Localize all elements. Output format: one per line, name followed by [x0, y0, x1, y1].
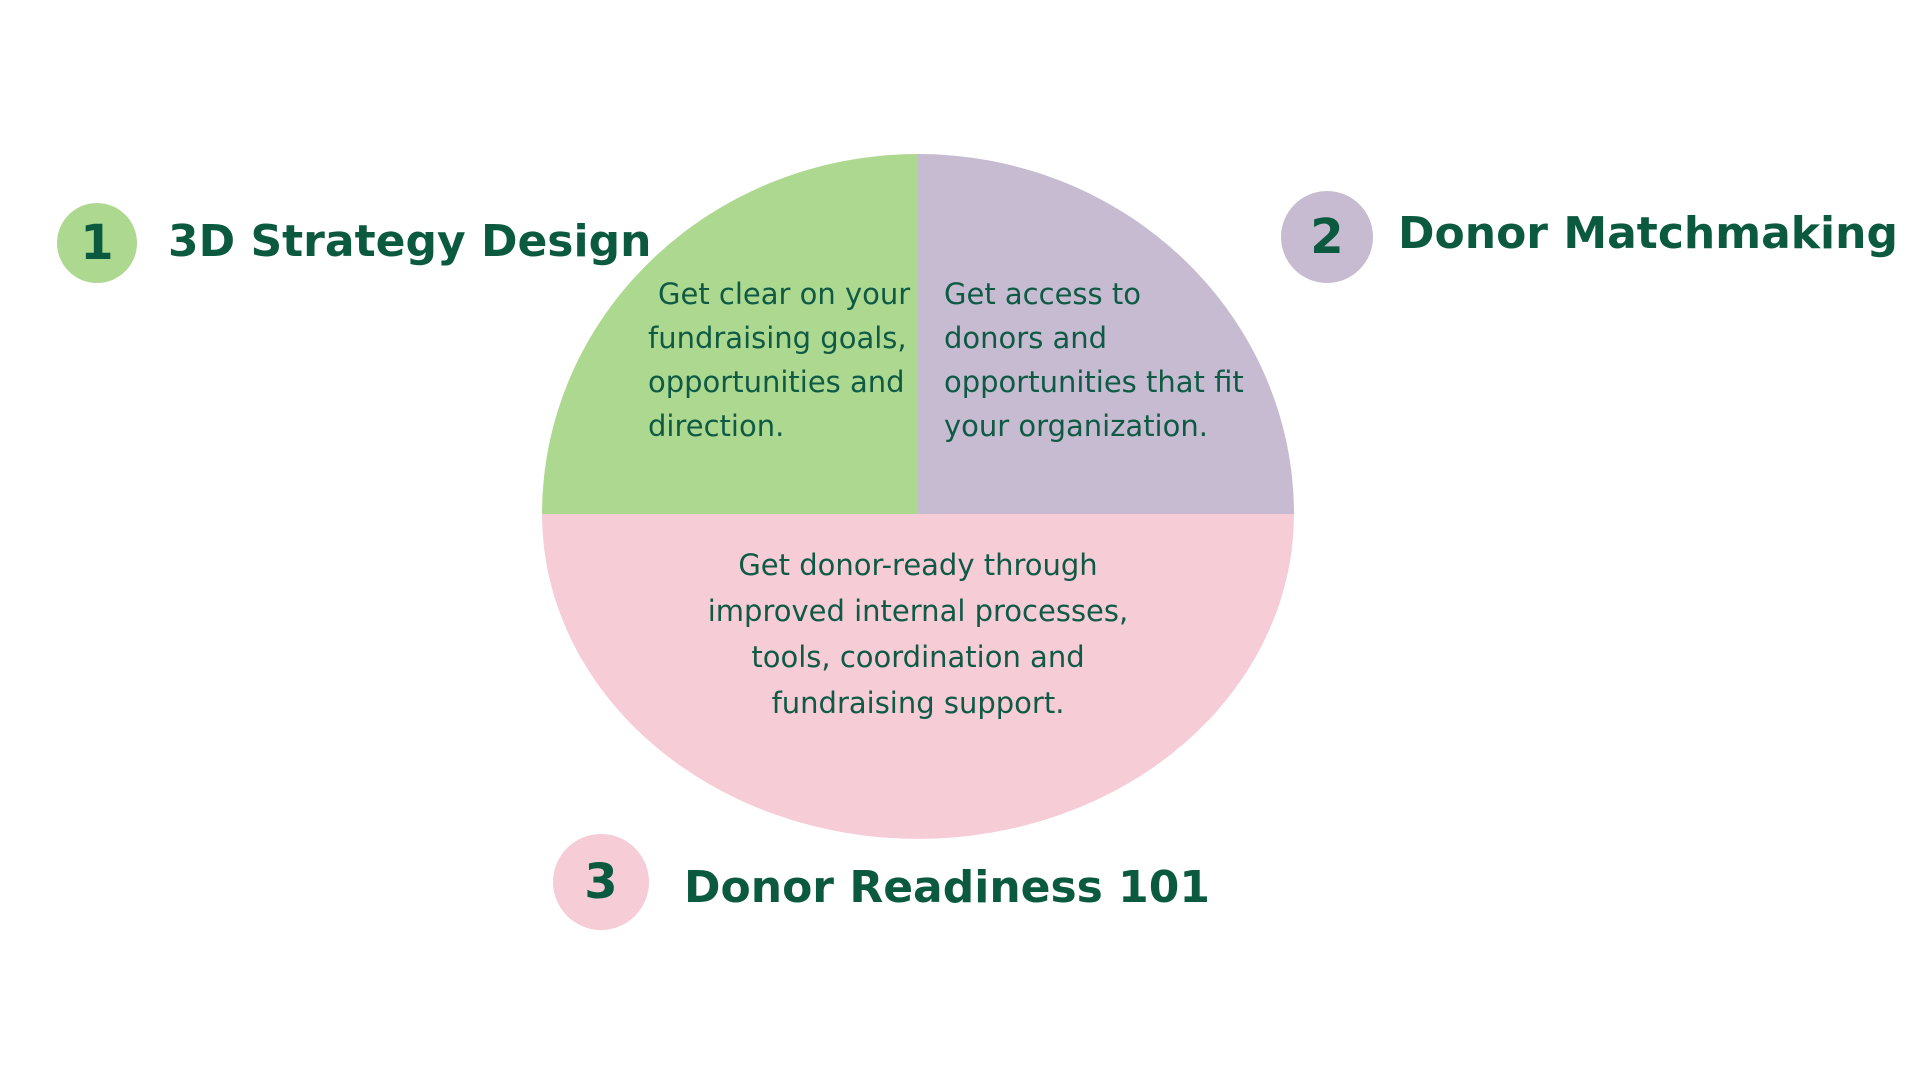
step-3-badge: 3	[553, 834, 649, 930]
step-2-number: 2	[1310, 209, 1344, 265]
step-2-line: your organization.	[944, 409, 1208, 443]
step-2-line: donors and	[944, 321, 1108, 355]
step-2-title: Donor Matchmaking	[1398, 208, 1898, 259]
step-1-line: direction.	[648, 409, 785, 443]
step-3-line: improved internal processes,	[707, 594, 1129, 628]
step-2-description: Get access to donors and opportunities t…	[944, 272, 1244, 448]
step-1-description: Get clear on your fundraising goals, opp…	[648, 272, 910, 448]
segment-donor-matchmaking	[918, 154, 1294, 514]
step-1-number: 1	[80, 215, 114, 271]
step-2-line: opportunities that fit	[944, 365, 1244, 399]
segment-strategy-design	[542, 154, 918, 514]
step-3-number: 3	[584, 854, 618, 910]
step-2-line: Get access to	[944, 277, 1141, 311]
step-1-title: 3D Strategy Design	[168, 216, 652, 267]
step-3-line: tools, coordination and	[751, 640, 1085, 674]
step-3-description: Get donor-ready through improved interna…	[618, 542, 1218, 726]
step-1-line: Get clear on your	[658, 277, 911, 311]
step-1-badge: 1	[57, 203, 137, 283]
step-3-line: fundraising support.	[771, 686, 1065, 720]
step-1-line: opportunities and	[648, 365, 905, 399]
step-2-badge: 2	[1281, 191, 1373, 283]
step-3-line: Get donor-ready through	[738, 548, 1098, 582]
segment-donor-readiness	[542, 514, 1294, 839]
step-1-line: fundraising goals,	[648, 321, 907, 355]
step-3-title: Donor Readiness 101	[684, 862, 1211, 913]
